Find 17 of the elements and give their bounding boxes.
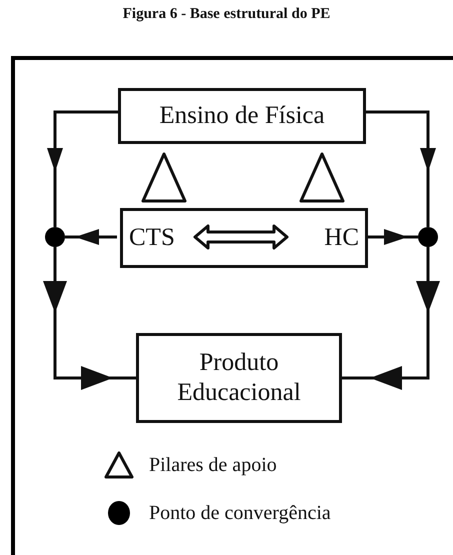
double-arrow (194, 224, 288, 250)
node-label: HC (293, 217, 365, 259)
figure-title: Figura 6 - Base estrutural do PE (122, 6, 332, 23)
process-box (120, 208, 368, 268)
arrow (65, 229, 117, 245)
convergence-dot (45, 227, 65, 247)
arrow (47, 110, 118, 227)
arrow (43, 247, 136, 390)
process-box: Produto Educacional (136, 333, 342, 423)
node-label: CTS (123, 217, 195, 259)
convergence-dot (418, 227, 438, 247)
legend-text: Pilares de apoio (149, 454, 277, 476)
process-box: Ensino de Física (118, 88, 366, 144)
arrow (366, 110, 436, 227)
legend-text: Ponto de convergência (149, 502, 331, 524)
arrow (342, 247, 440, 390)
arrow (365, 229, 418, 245)
